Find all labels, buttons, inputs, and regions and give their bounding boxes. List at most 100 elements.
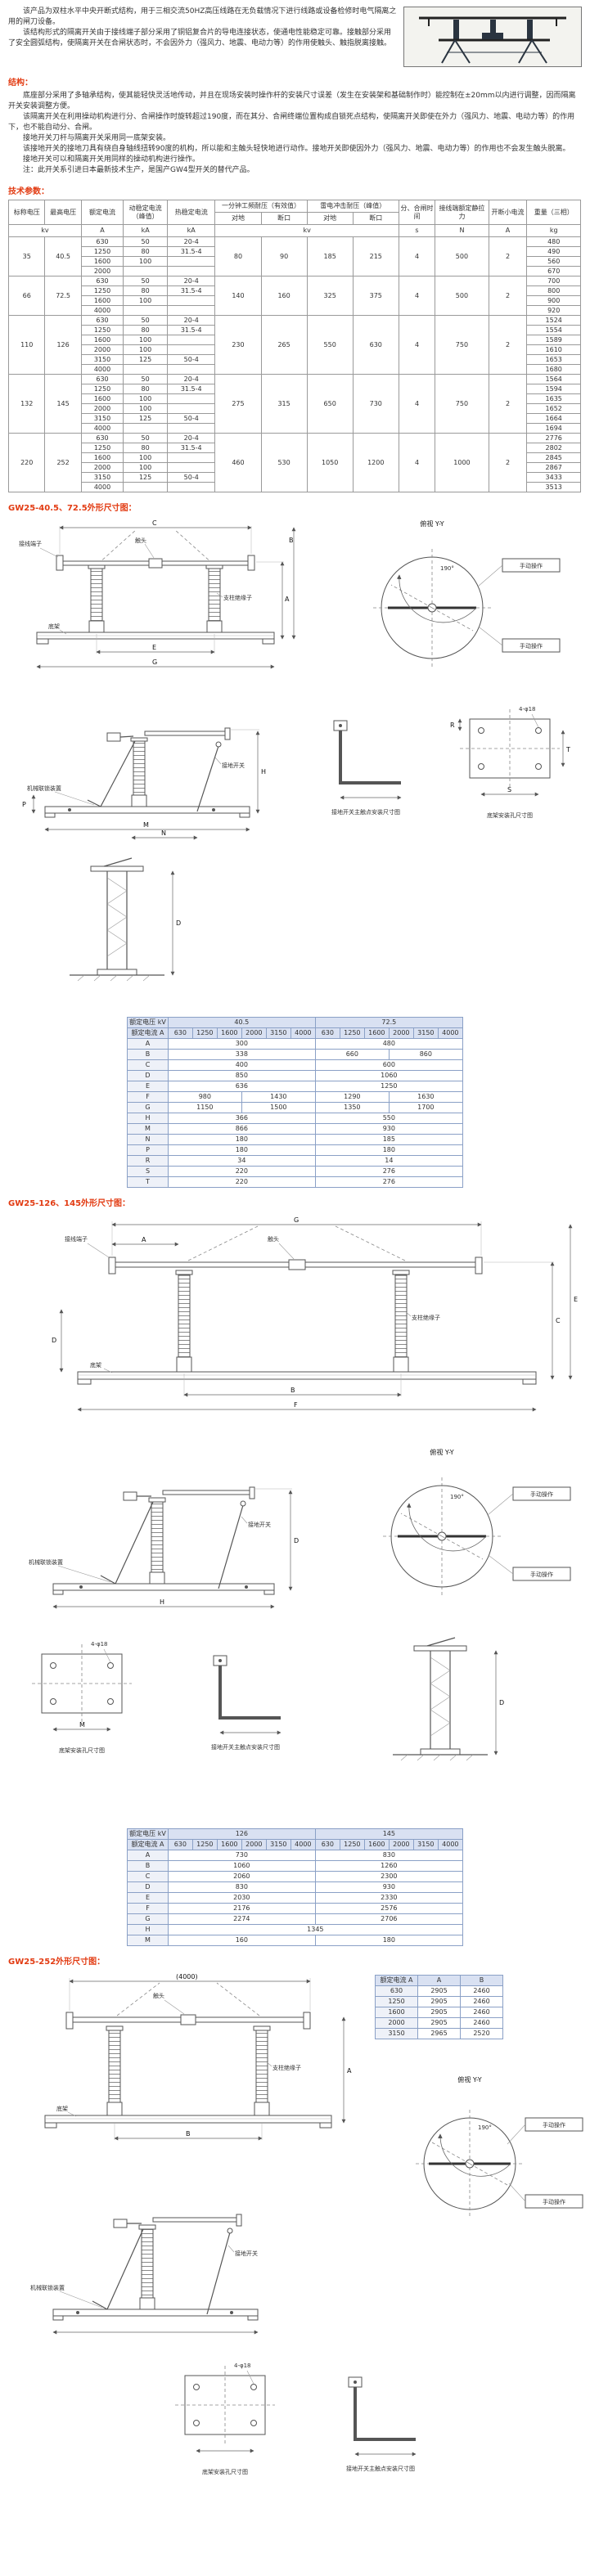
header-cell: 72.5 [314,1017,463,1028]
cell: 100 [123,403,168,414]
cell: 1150 [167,1102,242,1113]
ground-contact-detail-drawing: 接地开关主触点安装尺寸图 [346,2376,417,2472]
header-cell: 3150 [412,1839,439,1850]
bolt-holes-label: 4-φ18 [91,1641,108,1648]
detail-caption: 接地开关主触点安装尺寸图 [211,1743,280,1751]
dim-letter: G [294,1216,299,1224]
cell: 276 [314,1176,463,1188]
cell: 215 [352,236,399,276]
cell: 66 [7,276,46,316]
cell: 2905 [417,1985,461,1997]
cell: 4000 [80,482,124,492]
cell: 180 [314,1935,463,1946]
cell: M [127,1935,169,1946]
header-cell: 标称电压 [7,200,46,225]
unit-cell: kv [8,224,82,237]
cell: 265 [260,315,308,375]
cell: 1600 [80,452,124,463]
section-heading-tech-params: 技术参数： [8,187,49,196]
cell: 100 [123,295,168,306]
header-cell: 2000 [388,1027,414,1039]
dim-letter: E [152,644,156,651]
dim-letter: F [294,1401,298,1409]
header-cell: 4000 [290,1839,316,1850]
cell: 125 [123,413,168,424]
header-cell: 2000 [241,1027,267,1039]
cell: 20-4 [166,315,216,326]
cell: 2176 [167,1903,316,1914]
cell [166,403,216,414]
cell: 3150 [80,354,124,365]
header-cell: 1250 [191,1027,218,1039]
header-cell: 3150 [412,1027,439,1039]
cell: 2 [488,276,528,316]
cell: 160 [260,276,308,316]
cell: 2576 [314,1903,463,1914]
cell: 1600 [80,256,124,267]
insulator-label: 支柱绝缘子 [272,2064,301,2071]
cell: 3150 [80,413,124,424]
cell: 630 [352,315,399,375]
dim-letter: G [152,659,157,666]
top-view-drawing: 俯视 Y-Y 190° 手动操作 手动操作 [383,1448,571,1595]
header-cell: 630 [167,1839,193,1850]
cell: 630 [80,276,124,286]
cell: H [127,1113,169,1124]
contact-label: 触头 [268,1235,279,1243]
header-cell: 126 [167,1828,316,1840]
structure-paragraph: 该接地开关的接地刀具有绕自身轴线扭转90度的机构，所以能和主触头轻快地进行动作。… [23,145,570,153]
dimension-table-126-145: 额定电压 kV 126 145 额定电流 A 630 1250 1600 200… [127,1828,463,1946]
cell: 850 [167,1070,316,1081]
cell: 110 [7,315,46,375]
cell: 338 [167,1049,316,1060]
unit-cell: A [488,224,528,237]
cell: 220 [167,1176,316,1188]
unit-cell: kA [166,224,216,237]
top-view-title: 俯视 Y-Y [430,1448,453,1456]
dim-letter: B [290,1387,295,1394]
header-cell: 额定电压 kV [127,1828,169,1840]
cell [166,256,216,267]
cell: 2 [488,374,528,434]
plan-caption: 底架安装孔尺寸图 [487,811,533,819]
cell: 980 [167,1091,242,1103]
unit-cell: s [398,224,436,237]
cell: A [127,1038,169,1050]
ground-switch-label: 接地开关 [222,762,245,769]
header-cell: 对地 [214,212,262,225]
cell: 1250 [314,1081,463,1092]
product-photo [403,7,582,67]
rotation-angle-label: 190° [440,565,454,572]
cell: 1652 [526,403,581,414]
header-cell: 重量（三相） [526,200,581,225]
cell: 180 [314,1144,463,1156]
unit-cell: kA [123,224,168,237]
cell: 1694 [526,423,581,434]
header-cell: B [460,1975,503,1986]
cell: 125 [123,472,168,483]
unit-cell: kv [214,224,399,237]
cell: 100 [123,256,168,267]
cell: 660 [314,1049,390,1060]
cell: 2460 [460,2017,503,2029]
cell: 630 [80,315,124,326]
cell: 2 [488,236,528,276]
structure-paragraph: 该隔离开关在利用操动机构进行分、合闸操作时旋转超过190度，而在其分、合闸终端位… [8,113,575,132]
cell: 1600 [375,2007,418,2018]
front-view-drawing: C E G A B 接线端子 触头 支柱绝缘子 底架 [19,519,296,669]
cell [123,423,168,434]
cell: 1250 [80,285,124,296]
cell: 920 [526,305,581,316]
cell: 50 [123,315,168,326]
cell: 80 [123,285,168,296]
cell: 315 [260,374,308,434]
header-cell: 1600 [363,1839,390,1850]
